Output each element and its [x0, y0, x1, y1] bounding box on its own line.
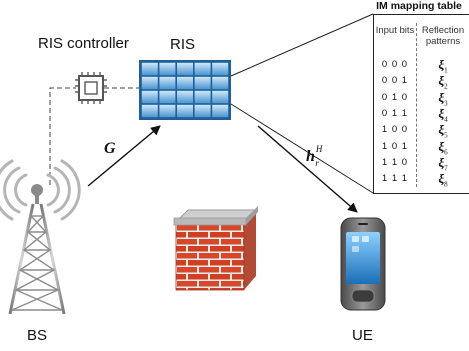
mapping-table-title: IM mapping table [376, 0, 462, 12]
pattern-symbol: ξ [438, 89, 445, 105]
input-bits-header: Input bits [375, 25, 415, 36]
channel-h-subscript: r [315, 158, 319, 168]
reflection-pattern-cell: ξ6 [417, 139, 469, 157]
reflection-pattern-cell: ξ1 [417, 57, 469, 75]
reflection-pattern-cell: ξ8 [417, 171, 469, 189]
pattern-symbol: ξ [438, 57, 445, 72]
channel-h-label: hHr [306, 144, 325, 168]
pattern-symbol: ξ [438, 138, 445, 154]
ris-element [141, 76, 158, 90]
ris-element [177, 76, 193, 90]
pattern-index: 6 [444, 148, 448, 157]
reflection-pattern-cell: ξ3 [417, 90, 469, 108]
pattern-index: 1 [444, 66, 448, 75]
input-bits-cell: 1 1 1 [381, 173, 409, 185]
pattern-index: 7 [444, 164, 448, 173]
smartphone-icon [340, 217, 386, 311]
bs-label: BS [27, 327, 48, 344]
ris-element [194, 62, 211, 76]
chip-icon [75, 72, 107, 104]
input-bits-cell: 1 1 0 [381, 156, 409, 168]
input-bits-cell: 1 0 0 [381, 124, 409, 136]
reflection-patterns-header: Reflection patterns [421, 25, 465, 47]
ris-element [159, 62, 176, 76]
mapping-row: 0 0 0 ξ1 [374, 57, 469, 75]
mapping-row: 1 0 1 ξ6 [374, 139, 469, 157]
column-divider [416, 23, 417, 187]
pattern-symbol: ξ [438, 122, 445, 138]
ris-element [194, 90, 211, 104]
control-link [49, 87, 139, 185]
ris-element [177, 90, 193, 104]
table-pointer-lines [230, 13, 374, 194]
reflection-pattern-cell: ξ2 [417, 73, 469, 91]
mapping-row: 0 1 1 ξ4 [374, 106, 469, 124]
input-bits-cell: 0 0 1 [381, 75, 409, 87]
ris-controller-label: RIS controller [38, 35, 129, 52]
channel-g-label: G [104, 140, 116, 157]
ris-element [159, 104, 176, 118]
ris-element [141, 62, 158, 76]
mapping-row: 1 1 0 ξ7 [374, 155, 469, 173]
mapping-row: 1 1 1 ξ8 [374, 171, 469, 189]
ris-element [141, 90, 158, 104]
base-station-icon [0, 159, 81, 315]
mapping-row: 0 1 0 ξ3 [374, 90, 469, 108]
reflection-pattern-cell: ξ4 [417, 106, 469, 124]
ris-element [212, 90, 229, 104]
reflection-pattern-cell: ξ5 [417, 122, 469, 140]
pattern-index: 2 [444, 82, 448, 91]
ris-element [212, 76, 229, 90]
channel-h-arrow [257, 125, 358, 213]
ris-panel-icon [139, 60, 231, 120]
pattern-index: 5 [444, 131, 448, 140]
pattern-index: 4 [444, 115, 448, 124]
pattern-symbol: ξ [438, 105, 445, 121]
reflection-pattern-cell: ξ7 [417, 155, 469, 173]
ris-element [141, 104, 158, 118]
ris-element [212, 62, 229, 76]
input-bits-cell: 0 0 0 [381, 59, 409, 70]
channel-h-superscript: H [315, 144, 323, 154]
firewall-icon [173, 206, 258, 291]
pattern-index: 3 [444, 99, 448, 108]
mapping-row: 0 0 1 ξ2 [374, 73, 469, 91]
ue-label: UE [352, 327, 373, 344]
ris-element [177, 104, 193, 118]
mapping-row: 1 0 0 ξ5 [374, 122, 469, 140]
ris-element [212, 104, 229, 118]
input-bits-cell: 0 1 1 [381, 107, 409, 119]
channel-h-symbol: h [306, 148, 315, 165]
pattern-symbol: ξ [438, 154, 445, 170]
ris-element [159, 76, 176, 90]
channel-g-arrow [87, 125, 161, 187]
pattern-symbol: ξ [438, 73, 445, 89]
ris-element [159, 90, 176, 104]
pattern-index: 8 [444, 180, 448, 189]
ris-label: RIS [170, 36, 196, 53]
ris-element [194, 76, 211, 90]
input-bits-cell: 0 1 0 [381, 91, 409, 103]
ris-element [194, 104, 211, 118]
ris-element [177, 62, 193, 76]
input-bits-cell: 1 0 1 [381, 140, 409, 152]
pattern-symbol: ξ [438, 171, 445, 187]
